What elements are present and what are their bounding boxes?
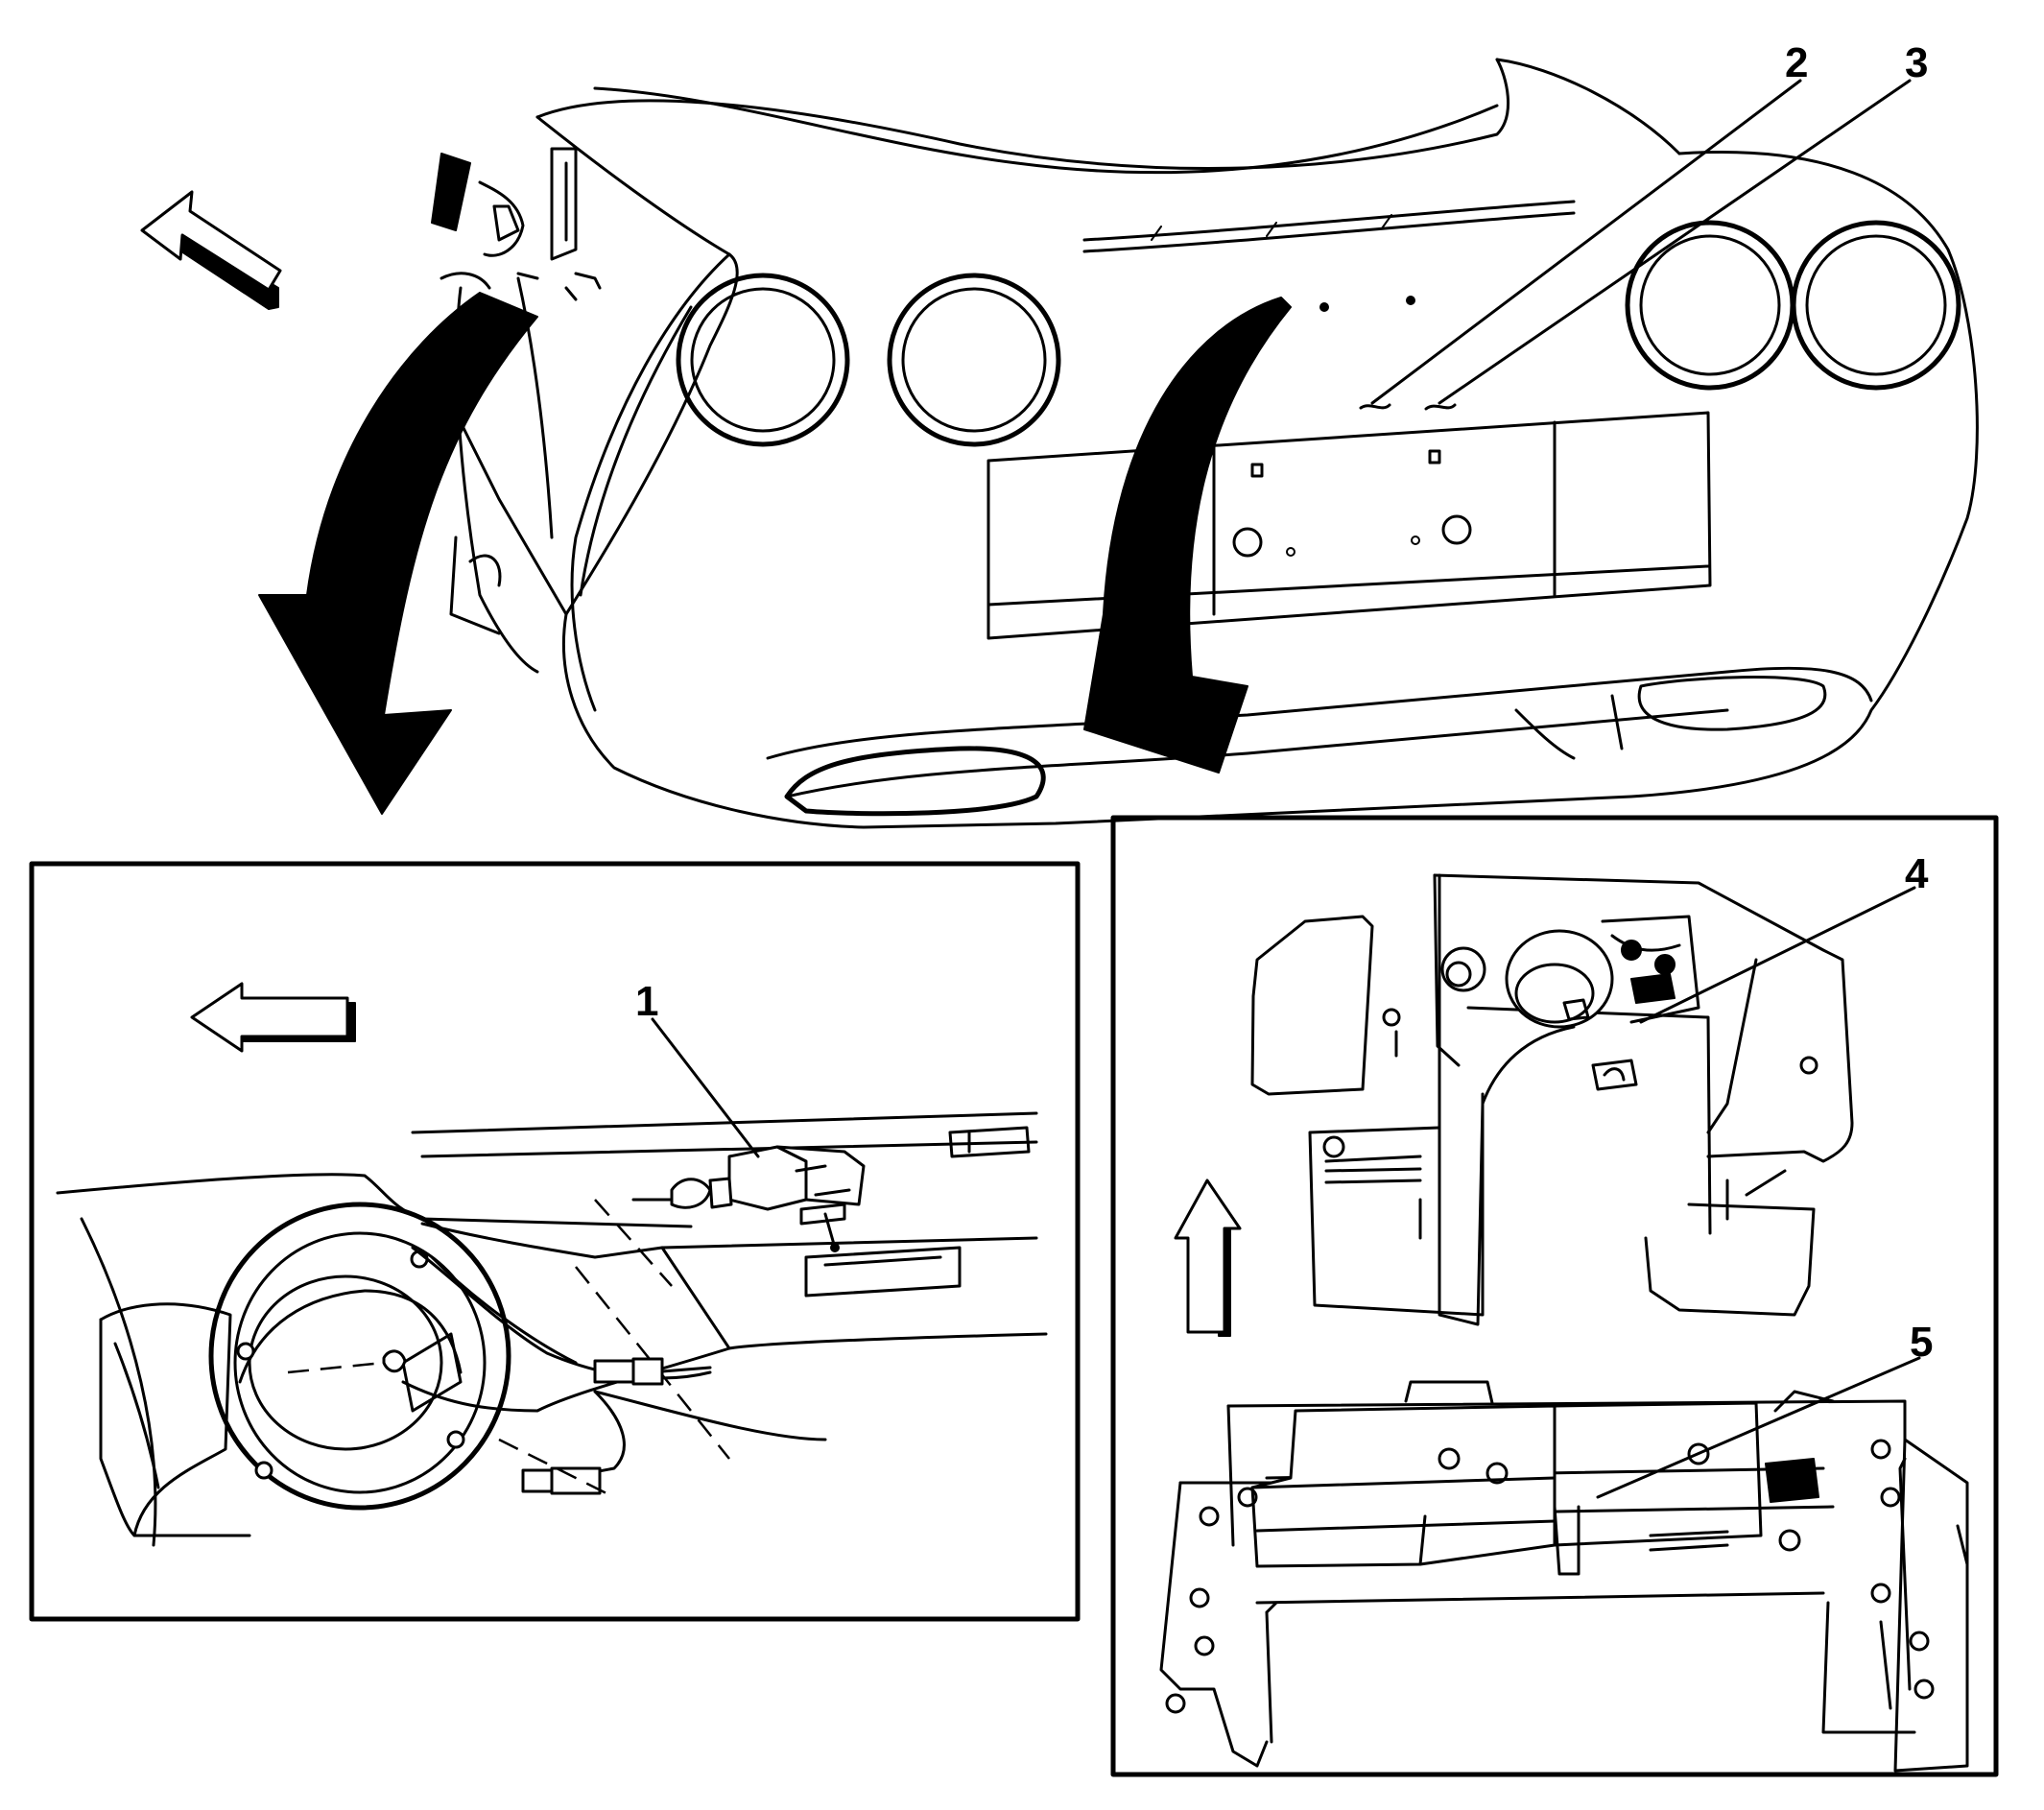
- callout-3: 3: [1905, 39, 1928, 86]
- lower-assembly: [1159, 1380, 1969, 1773]
- inset-right-assembly: 4 5: [1110, 815, 1999, 1777]
- callout-2: 2: [1785, 39, 1808, 86]
- fuel-door-actuator: [631, 1145, 866, 1252]
- direction-arrow-left-inset: [190, 982, 356, 1053]
- direction-arrow-up: [1174, 1179, 1242, 1337]
- direction-arrow-top-left: [140, 190, 282, 310]
- curved-arrow-right: [1083, 297, 1292, 774]
- bracket-motor: [1505, 915, 1700, 1029]
- callout-1: 1: [635, 978, 658, 1025]
- callout-2-group: 2: [1359, 39, 1808, 410]
- callout-4-group: 4: [1639, 850, 1929, 1024]
- curved-arrow-left: [258, 292, 538, 815]
- callout-3-group: 3: [1424, 39, 1928, 411]
- callout-5: 5: [1910, 1319, 1933, 1366]
- callout-4: 4: [1905, 850, 1929, 897]
- callout-5-group: 5: [1596, 1319, 1933, 1499]
- upper-bracket: [1250, 873, 1854, 1326]
- callout-1-group: 1: [635, 978, 760, 1158]
- inset-left-fuel-door: 1: [29, 861, 1081, 1622]
